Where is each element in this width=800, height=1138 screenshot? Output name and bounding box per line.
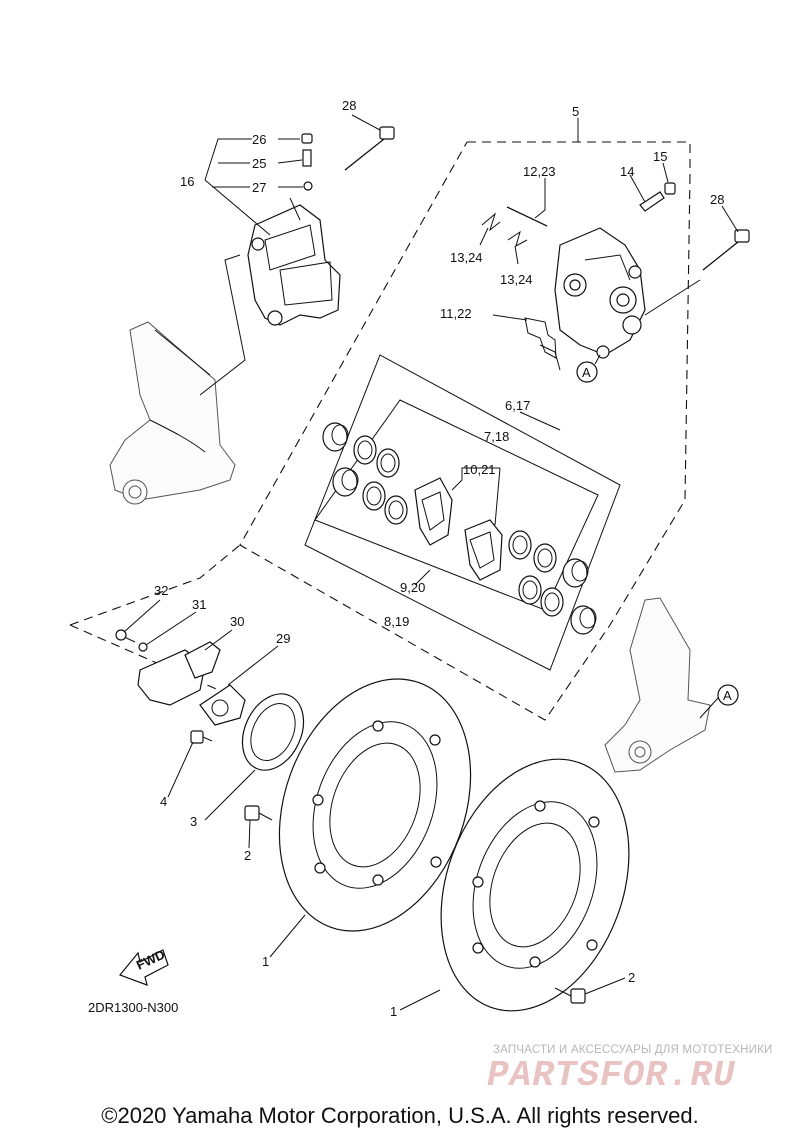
brake-disc-left (278, 678, 472, 932)
label-6-17: 6,17 (505, 398, 530, 413)
label-12-23: 12,23 (523, 164, 556, 179)
label-7-18: 7,18 (484, 429, 509, 444)
bolt-4 (190, 730, 213, 744)
left-caliper (247, 197, 341, 326)
right-fork-leg (604, 597, 711, 773)
label-31: 31 (192, 597, 206, 612)
fwd-arrow-icon (119, 949, 169, 986)
caliper-bolt-left (344, 126, 395, 171)
label-13-24b: 13,24 (500, 272, 533, 287)
disc-bolt-upper (244, 805, 273, 821)
label-28a: 28 (342, 98, 356, 113)
watermark-logo: PARTSFOR.RU (487, 1055, 736, 1096)
label-1a: 1 (262, 954, 269, 969)
bleeder-parts-left (301, 133, 313, 191)
label-2b: 2 (628, 970, 635, 985)
label-5: 5 (572, 104, 579, 119)
label-2a: 2 (244, 848, 251, 863)
ref-a-fork: A (723, 688, 732, 703)
caliper-bolt-right (702, 229, 750, 271)
disc-bolt-lower (554, 987, 586, 1004)
label-25: 25 (252, 156, 266, 171)
seals-left (353, 435, 408, 525)
sensor-bracket (115, 629, 246, 726)
label-8-19: 8,19 (384, 614, 409, 629)
brake-disc-right (440, 758, 630, 1012)
ref-circle-a-fork (717, 684, 739, 706)
ref-circle-a-caliper (576, 361, 598, 383)
seals-right (508, 530, 564, 617)
label-4: 4 (160, 794, 167, 809)
leader-lines (123, 114, 739, 1011)
caliper-group-outline (69, 141, 691, 721)
part-labels: 28 26 25 16 27 5 12,23 15 14 28 13,24 13… (154, 98, 732, 1019)
pistons-left (322, 422, 359, 497)
bleeder-parts-right (639, 182, 676, 212)
label-10-21: 10,21 (463, 462, 496, 477)
label-13-24a: 13,24 (450, 250, 483, 265)
label-15: 15 (653, 149, 667, 164)
brake-pads (414, 477, 503, 581)
label-14: 14 (620, 164, 634, 179)
pistons-right (562, 558, 597, 635)
label-9-20: 9,20 (400, 580, 425, 595)
label-1b: 1 (390, 1004, 397, 1019)
label-26: 26 (252, 132, 266, 147)
label-27: 27 (252, 180, 266, 195)
pin-clips (481, 212, 528, 248)
pad-spring (524, 317, 561, 371)
label-30: 30 (230, 614, 244, 629)
copyright-notice: ©2020 Yamaha Motor Corporation, U.S.A. A… (101, 1103, 699, 1128)
label-29: 29 (276, 631, 290, 646)
diagram-code: 2DR1300-N300 (88, 1000, 179, 1015)
watermark-tagline: ЗАПЧАСТИ И АКСЕССУАРЫ ДЛЯ МОТОТЕХНИКИ (493, 1044, 773, 1056)
sensor-rotor (241, 693, 305, 771)
pad-pin (506, 206, 548, 227)
left-fork-leg (109, 321, 236, 505)
ref-a-caliper: A (582, 365, 591, 380)
right-caliper (554, 227, 646, 359)
label-28b: 28 (710, 192, 724, 207)
label-16: 16 (180, 174, 194, 189)
label-11-22: 11,22 (440, 306, 472, 321)
label-3: 3 (190, 814, 197, 829)
label-32: 32 (154, 583, 168, 598)
